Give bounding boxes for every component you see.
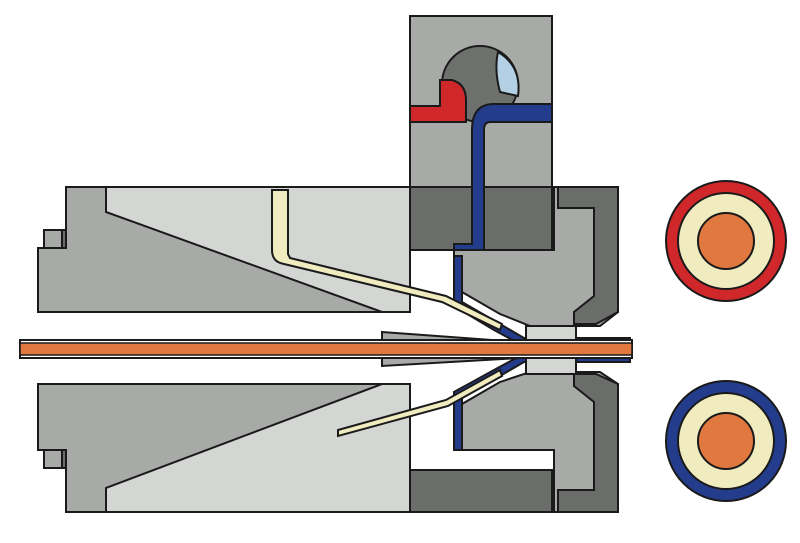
die-body-inner-upper [105,186,411,313]
red-sheath-cable-section [665,180,787,302]
die-body-inner-lower [105,383,411,513]
valve-highlight [495,50,520,98]
flow-channel-upper [271,189,504,332]
blue-sheath-cable-section [665,380,787,502]
blue-core [697,412,755,470]
die-head-cap-lower-right [557,373,619,513]
conductor-core [19,342,633,356]
red-core [697,212,755,270]
red-inlet-channel [409,79,467,123]
die-body [37,186,411,513]
die-head [409,186,619,513]
red-compound-inlet [409,79,467,123]
conductor [19,339,633,359]
cable-sections [665,180,787,502]
flow-channel-lower [337,368,504,438]
die-head-lower [454,371,619,513]
die-head-cap-lower [409,469,553,513]
flow-channel [271,189,504,438]
die-head-cap-upper [557,186,619,325]
